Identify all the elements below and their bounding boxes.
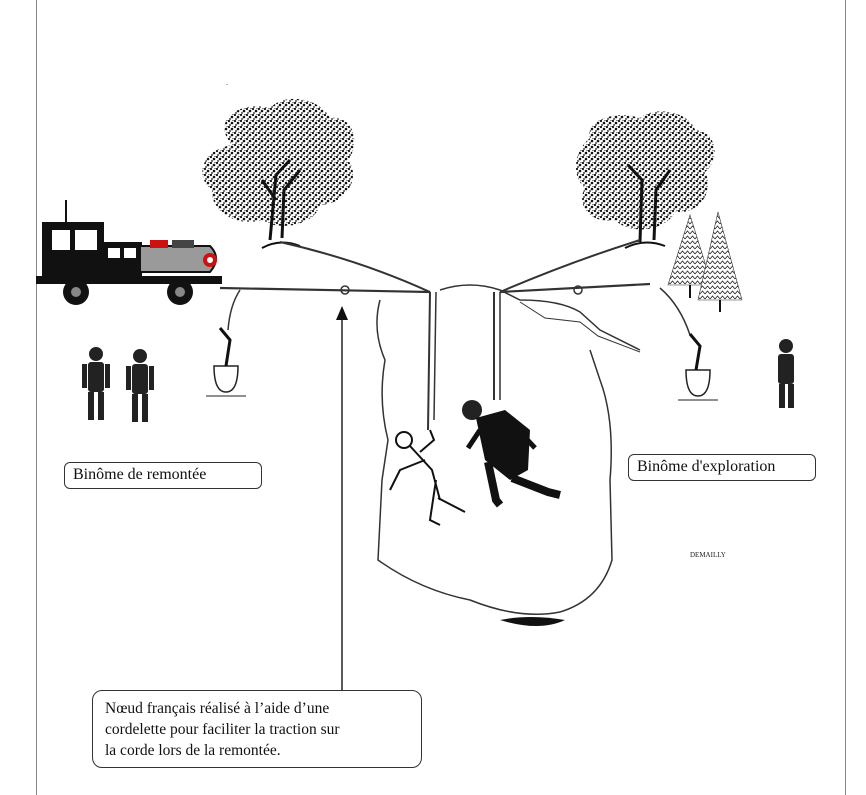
tree-left-icon [202, 98, 355, 249]
rescuer-icon [462, 400, 561, 508]
ropes [219, 239, 691, 431]
tree-right-icon [575, 111, 743, 312]
anchor-stake-right-icon [678, 333, 718, 401]
speck: - [226, 82, 228, 88]
signature: DEMAILLY [690, 551, 726, 559]
pointer-arrow [336, 306, 348, 690]
fire-truck-icon [36, 200, 222, 305]
firefighter-right-icon [778, 339, 794, 408]
frame-right-line [845, 0, 846, 795]
anchor-stake-left-icon [206, 327, 246, 397]
note-line-1: Nœud français réalisé à l’aide d’une [105, 700, 330, 717]
knot-note: Nœud français réalisé à l’aide d’une cor… [92, 690, 422, 768]
exploration-pair-label: Binôme d'exploration [628, 454, 816, 481]
ascent-pair-label: Binôme de remontée [64, 462, 262, 489]
note-line-2: cordelette pour faciliter la traction su… [105, 721, 340, 738]
firefighter-left-2-icon [126, 349, 154, 422]
frame-left-line [36, 0, 37, 795]
note-line-3: la corde lors de la remontée. [105, 742, 281, 759]
victim-icon [389, 429, 466, 526]
firefighter-left-1-icon [82, 347, 110, 420]
pit-outline [376, 284, 641, 626]
